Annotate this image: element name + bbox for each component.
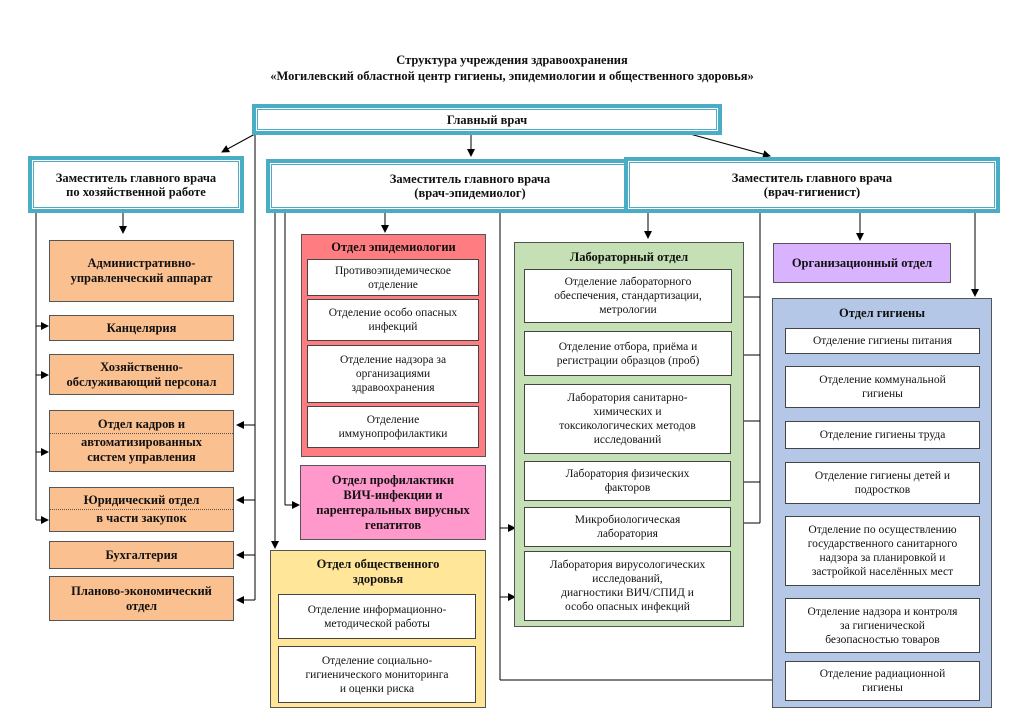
deputy-epidemiologist-label: Заместитель главного врача (врач-эпидеми… xyxy=(389,172,551,200)
chief-doctor-label: Главный врач xyxy=(446,112,528,127)
epidemiology-dept[interactable]: Отдел эпидемиологии Противоэпидемическое… xyxy=(301,234,486,457)
chart-title: Структура учреждения здравоохранения xyxy=(396,53,628,67)
admin-unit-planning[interactable]: Планово-экономический отдел xyxy=(49,576,234,621)
unit-label: Отделение иммунопрофилактики xyxy=(338,414,448,440)
laboratory-unit[interactable]: Отделение лабораторного обеспечения, ста… xyxy=(524,269,732,323)
chart-subtitle: «Могилевский областной центр гигиены, эп… xyxy=(270,69,754,83)
dotted-divider xyxy=(50,509,233,510)
epidemiology-dept-title: Отдел эпидемиологии xyxy=(331,240,456,254)
hygiene-unit[interactable]: Отделение радиационной гигиены xyxy=(785,661,980,701)
deputy-hygienist-box[interactable]: Заместитель главного врача (врач-гигиени… xyxy=(624,157,1000,213)
admin-unit-maintenance[interactable]: Хозяйственно- обслуживающий персонал xyxy=(49,354,234,395)
unit-label: Лаборатория вирусологических исследовани… xyxy=(549,559,706,613)
hygiene-unit[interactable]: Отделение гигиены питания xyxy=(785,328,980,354)
admin-unit-label: Бухгалтерия xyxy=(105,547,178,562)
admin-unit-chancellery[interactable]: Канцелярия xyxy=(49,315,234,341)
admin-unit-legal[interactable]: Юридический отдел в части закупок xyxy=(49,487,234,532)
hygiene-unit[interactable]: Отделение коммунальной гигиены xyxy=(785,366,980,408)
admin-unit-label: Хозяйственно- обслуживающий персонал xyxy=(66,359,217,389)
unit-label: Отделение гигиены детей и подростков xyxy=(814,470,951,496)
admin-unit-label: Административно- управленческий аппарат xyxy=(70,256,213,285)
admin-unit-label-bottom: автоматизированных систем управления xyxy=(81,435,202,464)
unit-label: Отделение гигиены труда xyxy=(819,429,946,441)
epidemiology-unit[interactable]: Противоэпидемическое отделение xyxy=(307,259,479,296)
unit-label: Отделение отбора, приёма и регистрации о… xyxy=(556,340,700,367)
unit-label: Отделение радиационной гигиены xyxy=(819,668,946,694)
laboratory-dept[interactable]: Лабораторный отдел Отделение лабораторно… xyxy=(514,242,744,627)
unit-label: Лаборатория санитарно- химических и токс… xyxy=(559,392,696,446)
chief-doctor-box[interactable]: Главный врач xyxy=(252,104,722,135)
admin-unit-accounting[interactable]: Бухгалтерия xyxy=(49,541,234,569)
admin-unit-label-bottom: в части закупок xyxy=(96,511,187,525)
unit-label: Отделение особо опасных инфекций xyxy=(328,307,458,333)
unit-label: Отделение по осуществлению государственн… xyxy=(807,524,958,578)
laboratory-unit[interactable]: Лаборатория физических факторов xyxy=(524,461,731,501)
laboratory-unit[interactable]: Лаборатория вирусологических исследовани… xyxy=(524,551,731,621)
hygiene-unit[interactable]: Отделение гигиены труда xyxy=(785,421,980,449)
hygiene-dept[interactable]: Отдел гигиены Отделение гигиены питания … xyxy=(772,298,992,708)
connector-chief-hyg xyxy=(689,133,771,159)
unit-label: Отделение гигиены питания xyxy=(812,335,953,347)
deputy-epidemiologist-box[interactable]: Заместитель главного врача (врач-эпидеми… xyxy=(266,159,674,213)
deputy-hygienist-label: Заместитель главного врача (врач-гигиени… xyxy=(731,171,893,199)
hygiene-unit[interactable]: Отделение надзора и контроля за гигиенич… xyxy=(785,598,980,653)
unit-label: Отделение надзора за организациями здрав… xyxy=(339,354,447,394)
unit-label: Противоэпидемическое отделение xyxy=(335,264,451,291)
unit-label: Микробиологическая лаборатория xyxy=(574,514,681,540)
hiv-prevention-dept-label: Отдел профилактики ВИЧ-инфекции и парент… xyxy=(316,472,470,532)
unit-label: Отделение надзора и контроля за гигиенич… xyxy=(807,605,958,646)
unit-label: Отделение информационно- методической ра… xyxy=(307,603,447,630)
epidemiology-unit[interactable]: Отделение особо опасных инфекций xyxy=(307,299,479,341)
hygiene-unit[interactable]: Отделение гигиены детей и подростков xyxy=(785,462,980,504)
public-health-dept[interactable]: Отдел общественного здоровья Отделение и… xyxy=(270,550,486,708)
laboratory-unit[interactable]: Отделение отбора, приёма и регистрации о… xyxy=(524,331,732,376)
public-health-unit[interactable]: Отделение социально- гигиенического мони… xyxy=(278,646,476,703)
unit-label: Отделение социально- гигиенического мони… xyxy=(305,654,449,695)
organizational-dept-label: Организационный отдел xyxy=(791,256,933,270)
admin-unit-label: Канцелярия xyxy=(106,320,177,335)
unit-label: Лаборатория физических факторов xyxy=(565,468,690,494)
admin-unit-label: Планово-экономический отдел xyxy=(71,583,212,613)
admin-unit-label-top: Юридический отдел xyxy=(83,493,200,507)
admin-unit-label-top: Отдел кадров и xyxy=(97,417,186,431)
admin-unit-administrative[interactable]: Административно- управленческий аппарат xyxy=(49,240,234,302)
laboratory-unit[interactable]: Микробиологическая лаборатория xyxy=(524,507,731,547)
epidemiology-unit[interactable]: Отделение иммунопрофилактики xyxy=(307,406,479,448)
deputy-economic-box[interactable]: Заместитель главного врача по хозяйствен… xyxy=(28,156,244,213)
hygiene-dept-title: Отдел гигиены xyxy=(839,306,925,320)
connector-chief-economic xyxy=(221,133,256,153)
laboratory-unit[interactable]: Лаборатория санитарно- химических и токс… xyxy=(524,384,731,454)
laboratory-dept-title: Лабораторный отдел xyxy=(569,250,689,264)
epidemiology-unit[interactable]: Отделение надзора за организациями здрав… xyxy=(307,345,479,403)
hiv-prevention-dept[interactable]: Отдел профилактики ВИЧ-инфекции и парент… xyxy=(300,465,486,540)
hygiene-unit[interactable]: Отделение по осуществлению государственн… xyxy=(785,516,980,586)
dotted-divider xyxy=(50,433,233,434)
organizational-dept[interactable]: Организационный отдел xyxy=(773,243,951,283)
public-health-dept-title: Отдел общественного здоровья xyxy=(316,557,440,586)
deputy-economic-label: Заместитель главного врача по хозяйствен… xyxy=(55,170,217,199)
unit-label: Отделение лабораторного обеспечения, ста… xyxy=(554,276,702,316)
unit-label: Отделение коммунальной гигиены xyxy=(819,374,946,400)
admin-unit-hr[interactable]: Отдел кадров и автоматизированных систем… xyxy=(49,410,234,472)
public-health-unit[interactable]: Отделение информационно- методической ра… xyxy=(278,594,476,639)
